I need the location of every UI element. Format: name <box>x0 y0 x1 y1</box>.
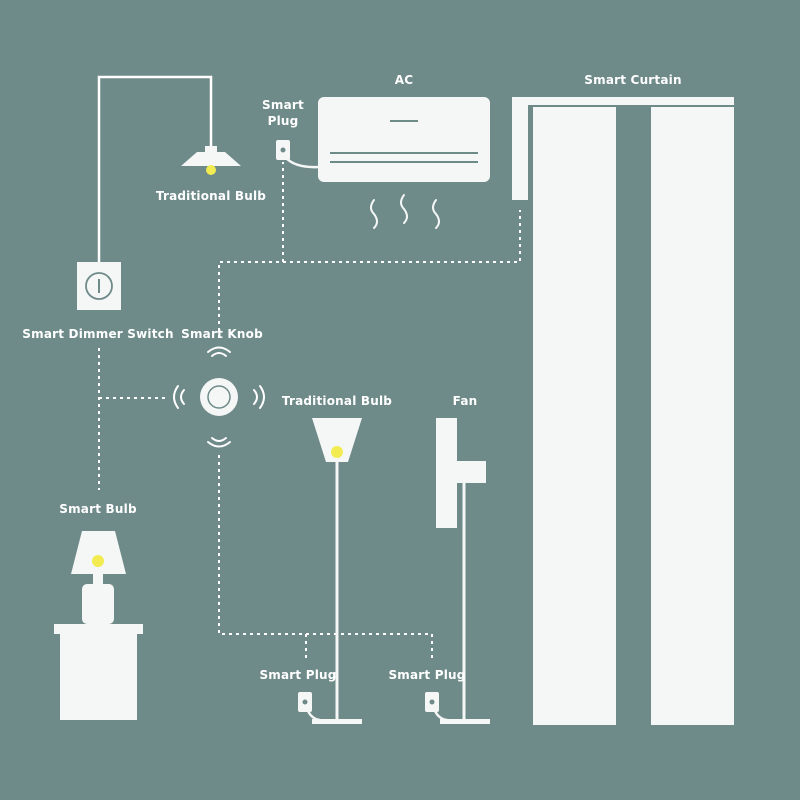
ceiling-lamp-icon <box>181 146 241 175</box>
floor-traditional-bulb-label: Traditional Bulb <box>281 394 393 408</box>
smart-knob-label: Smart Knob <box>181 327 263 341</box>
ac-label: AC <box>394 73 414 87</box>
plug-icon <box>276 140 319 169</box>
table-lamp-icon <box>54 531 143 720</box>
wireless-connections <box>98 162 521 660</box>
smart-knob-icon <box>173 346 265 448</box>
curtain-icon <box>512 97 734 725</box>
dimmer-wire <box>97 75 213 262</box>
ceiling-traditional-bulb-label: Traditional Bulb <box>155 189 267 203</box>
fan-icon <box>436 418 490 724</box>
smart-bulb-label: Smart Bulb <box>59 502 137 516</box>
air-conditioner-icon <box>318 97 490 229</box>
ac-smart-plug-label-line1: Smart <box>262 98 304 112</box>
knob-to-ac-curtain-link <box>218 162 521 338</box>
ac-smart-plug-label-line2: Plug <box>267 114 299 128</box>
fan-smart-plug-label: Smart Plug <box>388 668 466 682</box>
smart-dimmer-switch-label: Smart Dimmer Switch <box>22 327 174 341</box>
floor-lamp-icon <box>312 418 362 724</box>
lamp-smart-plug-label: Smart Plug <box>259 668 337 682</box>
knob-to-floor-plugs-link <box>218 455 433 660</box>
plug-icon <box>298 692 321 722</box>
plug-icon <box>425 692 448 722</box>
fan-label: Fan <box>452 394 478 408</box>
smart-curtain-label: Smart Curtain <box>584 73 682 87</box>
dimmer-switch-icon <box>77 262 121 310</box>
